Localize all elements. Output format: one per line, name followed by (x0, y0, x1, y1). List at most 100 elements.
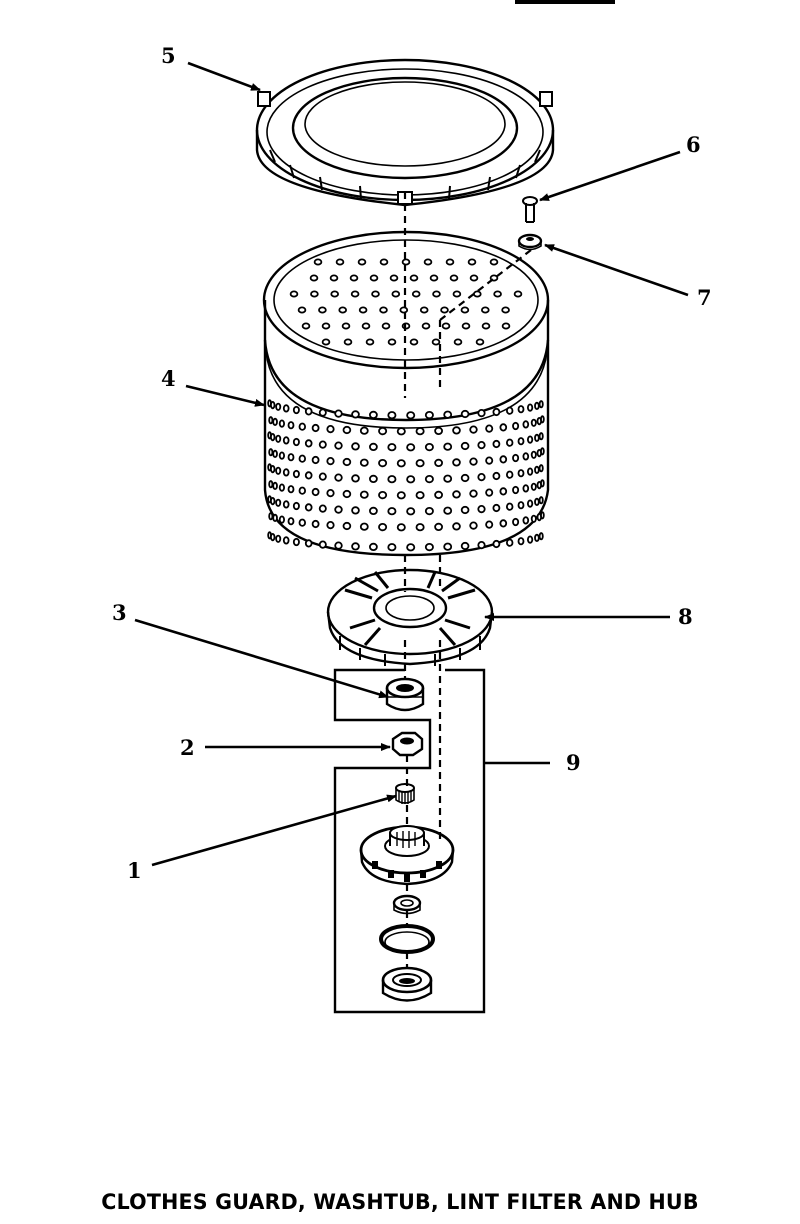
perforation-hole (318, 408, 327, 417)
callout-8: 8 (678, 604, 693, 629)
perforation-hole (287, 421, 295, 430)
perforation-hole (472, 290, 482, 298)
callout-4: 4 (161, 366, 176, 391)
perforation-hole (387, 543, 397, 552)
perforation-hole (379, 306, 388, 314)
perforation-hole (411, 290, 421, 298)
perforation-hole (338, 306, 348, 314)
perforation-hole (387, 507, 397, 516)
outer-hole-pattern (267, 399, 545, 552)
perforation-hole (538, 432, 544, 441)
perforation-hole (304, 503, 313, 512)
part-8-lint-filter (326, 568, 494, 666)
perforation-hole (298, 422, 306, 431)
perforation-hole (424, 542, 434, 552)
perforation-hole (359, 522, 369, 531)
perforation-hole (304, 439, 313, 448)
perforation-hole (298, 518, 306, 527)
perforation-hole (441, 322, 451, 330)
small-bearing (392, 894, 422, 915)
perforation-hole (517, 501, 525, 510)
perforation-hole (492, 407, 501, 417)
perforation-hole (522, 484, 530, 493)
perforation-hole (268, 480, 274, 489)
perforation-hole (349, 274, 359, 282)
perforation-hole (512, 485, 520, 495)
perforation-hole (429, 274, 439, 282)
perforation-hole (467, 258, 477, 266)
perforation-hole (469, 489, 478, 498)
perforation-hole (359, 458, 369, 467)
perforation-hole (434, 490, 444, 499)
perforation-hole (396, 427, 406, 436)
perforation-hole (318, 306, 327, 314)
perforation-hole (282, 436, 290, 445)
perforation-hole (477, 408, 486, 418)
perforation-hole (282, 468, 290, 477)
perforation-hole (351, 506, 360, 515)
perforation-hole (406, 543, 416, 552)
perforation-hole (460, 306, 470, 314)
perforation-hole (443, 442, 453, 451)
perforation-hole (477, 504, 486, 514)
perforation-hole (406, 411, 416, 420)
perforation-hole (321, 322, 331, 330)
callout-3: 3 (112, 600, 127, 625)
o-ring (379, 924, 435, 954)
perforation-hole (351, 442, 360, 451)
perforation-hole (419, 306, 429, 314)
perforation-hole (453, 338, 463, 346)
perforation-hole (359, 490, 369, 499)
perforation-hole (434, 426, 444, 435)
perforation-hole (434, 522, 444, 532)
perforation-hole (334, 541, 343, 550)
perforation-hole (391, 290, 401, 298)
perforation-hole (282, 500, 290, 509)
perforation-hole (517, 469, 525, 478)
perforation-hole (443, 542, 453, 551)
hub (359, 825, 455, 886)
perforation-hole (538, 496, 544, 505)
perforation-hole (298, 486, 306, 495)
perforation-hole (406, 475, 416, 484)
perforation-hole (506, 502, 514, 511)
perforation-hole (318, 540, 327, 549)
perforation-hole (501, 322, 511, 330)
perforation-hole (268, 448, 274, 457)
perforation-hole (270, 432, 276, 442)
perforation-hole (423, 258, 433, 266)
perforation-hole (424, 474, 434, 484)
perforation-hole (440, 306, 449, 314)
perforation-hole (292, 437, 300, 447)
perforation-hole (517, 405, 525, 414)
perforation-hole (379, 258, 389, 266)
perforation-hole (506, 538, 514, 547)
perforation-hole (460, 505, 470, 515)
perforation-hole (424, 410, 434, 420)
part-3-nut (385, 677, 425, 712)
perforation-hole (351, 474, 360, 483)
perforation-hole (522, 516, 530, 525)
perforation-hole (287, 453, 295, 462)
perforation-hole (469, 425, 478, 434)
perforation-hole (485, 424, 494, 433)
perforation-hole (530, 514, 537, 523)
perforation-hole (415, 491, 425, 500)
perforation-hole (481, 322, 491, 330)
perforation-hole (485, 488, 494, 497)
perforation-hole (378, 490, 388, 500)
perforation-hole (278, 483, 285, 492)
perforation-hole (387, 475, 397, 484)
perforation-hole (275, 466, 282, 475)
perforation-hole (409, 338, 419, 346)
callout-1: 1 (127, 858, 142, 883)
perforation-hole (396, 523, 406, 532)
perforation-hole (477, 540, 486, 550)
perforation-hole (278, 451, 285, 460)
perforation-hole (361, 322, 371, 330)
callout-5: 5 (161, 43, 176, 68)
perforation-hole (399, 306, 409, 314)
perforation-hole (292, 501, 300, 511)
perforation-hole (389, 274, 399, 282)
